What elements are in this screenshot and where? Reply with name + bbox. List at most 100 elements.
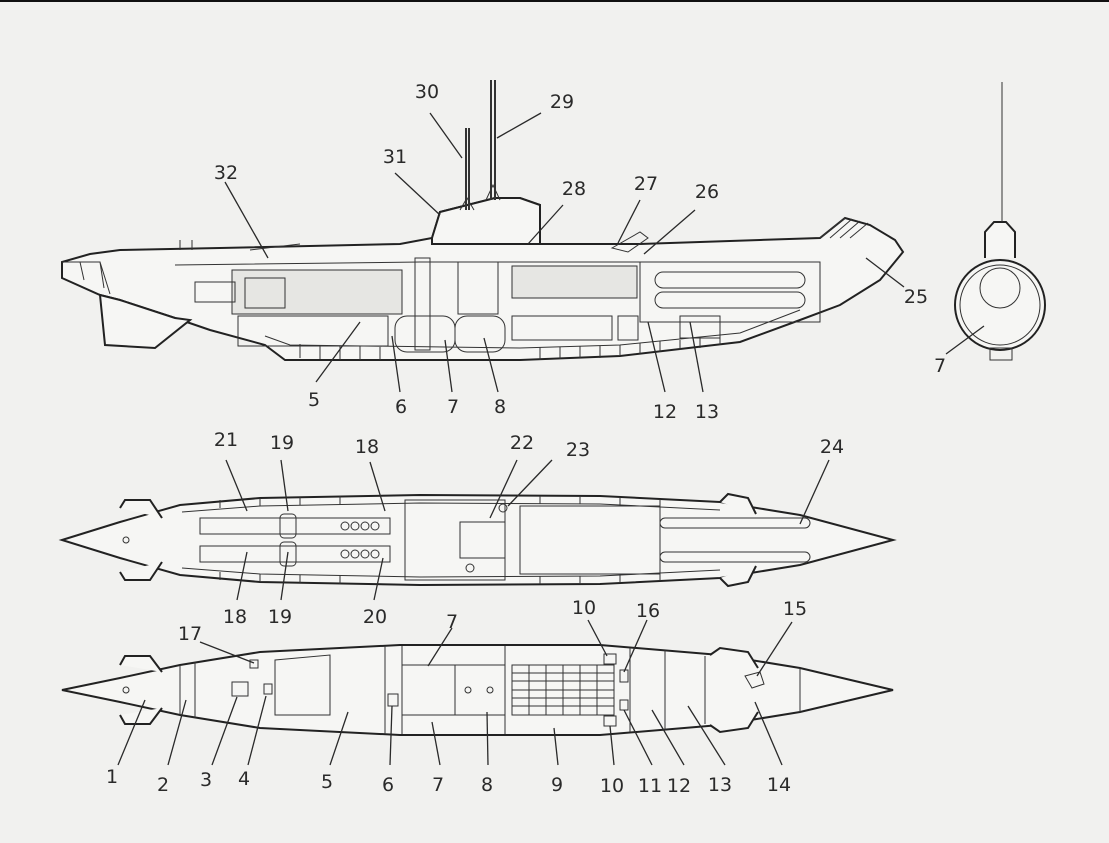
top-section-view <box>58 492 897 588</box>
label-10-top: 10 <box>572 597 596 619</box>
plan-bow-planes <box>709 646 759 734</box>
side-tank-5 <box>237 315 389 347</box>
plan-stern-shaft <box>122 686 130 694</box>
label-28: 28 <box>562 178 586 200</box>
label-plan-13: 13 <box>708 774 732 796</box>
label-3: 3 <box>200 769 212 791</box>
label-22: 22 <box>510 432 534 454</box>
plan-bolt-right <box>486 686 494 694</box>
side-compartment-12 <box>617 315 639 341</box>
side-motor-block <box>194 281 236 303</box>
label-7: 7 <box>447 396 459 418</box>
leader-lines <box>117 112 985 766</box>
label-plan-7-top: 7 <box>446 611 458 633</box>
label-plan-12: 12 <box>667 775 691 797</box>
label-19-top: 19 <box>270 432 294 454</box>
label-25: 25 <box>904 286 928 308</box>
side-view <box>61 80 905 361</box>
label-32: 32 <box>214 162 238 184</box>
end-view-labels: 7 <box>934 355 946 377</box>
label-1: 1 <box>106 766 118 788</box>
top-engines <box>199 513 391 567</box>
side-torpedo-tubes <box>654 271 806 309</box>
label-24: 24 <box>820 436 844 458</box>
label-12: 12 <box>653 401 677 423</box>
label-16: 16 <box>636 600 660 622</box>
side-compartment-13 <box>679 315 721 339</box>
label-plan-5: 5 <box>321 771 333 793</box>
plan-hull-outline <box>61 644 894 736</box>
label-13: 13 <box>695 401 719 423</box>
side-deck-gun <box>610 231 649 253</box>
label-9: 9 <box>551 774 563 796</box>
end-hatch-ring <box>979 267 1021 309</box>
top-rib-ticks <box>219 496 661 584</box>
side-engine-room <box>231 269 403 315</box>
side-rudder <box>98 293 193 350</box>
side-ladder <box>414 257 431 351</box>
side-torpedo-rack-upper <box>511 265 638 299</box>
label-plan-7-bottom: 7 <box>432 774 444 796</box>
side-machinery <box>244 277 286 309</box>
side-control-room <box>457 261 499 315</box>
top-hull-outline <box>58 493 897 587</box>
label-23: 23 <box>566 439 590 461</box>
label-8: 8 <box>494 396 506 418</box>
label-plan-8: 8 <box>481 774 493 796</box>
top-bow-planes <box>719 492 757 588</box>
side-battery-forward <box>511 315 613 341</box>
side-masts <box>459 80 501 211</box>
top-hatch <box>498 503 508 513</box>
plan-view-labels: 17 7 10 16 15 1 2 3 4 5 6 7 8 9 10 11 12… <box>106 597 807 797</box>
side-bow-hatching <box>819 217 869 239</box>
top-central-platform <box>459 521 506 559</box>
label-14: 14 <box>767 774 791 796</box>
label-26: 26 <box>695 181 719 203</box>
top-torpedo-storage <box>519 505 661 575</box>
label-18-bottom: 18 <box>223 606 247 628</box>
label-11: 11 <box>638 775 662 797</box>
end-view <box>954 82 1046 361</box>
label-6: 6 <box>395 396 407 418</box>
top-stern-planes <box>119 499 163 581</box>
label-4: 4 <box>238 768 250 790</box>
side-view-labels: 32 31 30 29 28 27 26 25 5 6 7 8 12 13 <box>214 81 928 423</box>
plan-view <box>61 644 894 736</box>
side-keel-ribs <box>299 335 721 360</box>
plan-bolt-left <box>464 686 472 694</box>
plan-tank-8 <box>454 664 506 716</box>
side-stern-detail <box>62 261 111 295</box>
label-21: 21 <box>214 429 238 451</box>
label-10-bottom: 10 <box>600 775 624 797</box>
side-tank-8 <box>454 315 506 353</box>
label-31: 31 <box>383 146 407 168</box>
label-5: 5 <box>308 389 320 411</box>
label-15: 15 <box>783 598 807 620</box>
plan-item-17 <box>249 659 259 669</box>
top-section-labels: 21 19 18 22 23 24 18 19 20 <box>214 429 844 628</box>
label-18-top: 18 <box>355 436 379 458</box>
plan-item-10-top <box>603 653 617 665</box>
label-27: 27 <box>634 173 658 195</box>
label-end-7: 7 <box>934 355 946 377</box>
end-hull-outer <box>954 259 1046 351</box>
plan-item-15 <box>744 671 765 689</box>
label-19-bottom: 19 <box>268 606 292 628</box>
plan-item-4 <box>263 683 273 695</box>
side-conning-tower <box>431 197 541 245</box>
end-keel <box>989 347 1013 361</box>
label-17: 17 <box>178 623 202 645</box>
label-20: 20 <box>363 606 387 628</box>
plan-stern-planes <box>119 655 163 725</box>
top-torpedo-tubes <box>659 517 811 563</box>
side-keel-line <box>264 309 801 349</box>
side-torpedo-room <box>639 261 821 323</box>
end-conning-tower <box>984 221 1016 258</box>
side-stern-rail <box>179 240 301 251</box>
plan-battery-grid <box>511 664 615 716</box>
label-2: 2 <box>157 774 169 796</box>
label-29: 29 <box>550 91 574 113</box>
top-stern-shaft <box>122 536 130 544</box>
